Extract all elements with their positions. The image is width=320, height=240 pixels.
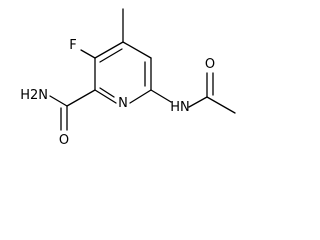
bond-carbonyl-nh2	[49, 95, 68, 107]
ring-nitrogen-label: N	[118, 96, 128, 111]
pyridine-ring	[94, 41, 152, 104]
bond-c6-n1	[129, 89, 152, 104]
fluorine-label: F	[69, 38, 76, 53]
acetyl-oxygen-label: O	[205, 57, 215, 72]
bond-acetyl-methyl	[206, 96, 236, 114]
bond-c2-carbonyl	[66, 89, 96, 107]
bond-nh-acetyl-carbon	[188, 96, 208, 108]
bond-c3-c4-double	[99, 48, 123, 63]
amide-nh2-label: H2N	[20, 88, 48, 103]
molecule-structure: N F H2N O HN O	[20, 8, 236, 148]
bond-c6-nh	[150, 89, 172, 103]
bond-c3-c4	[94, 41, 124, 59]
amide-oxygen-label: O	[59, 133, 69, 148]
substituent-bonds	[49, 8, 236, 131]
bond-n1-c2	[94, 89, 117, 104]
bond-n1-c2-double	[99, 87, 115, 98]
amide-nh-label: HN	[170, 100, 190, 115]
bond-c3-fluorine	[80, 49, 96, 59]
bond-c4-c5	[122, 41, 152, 59]
